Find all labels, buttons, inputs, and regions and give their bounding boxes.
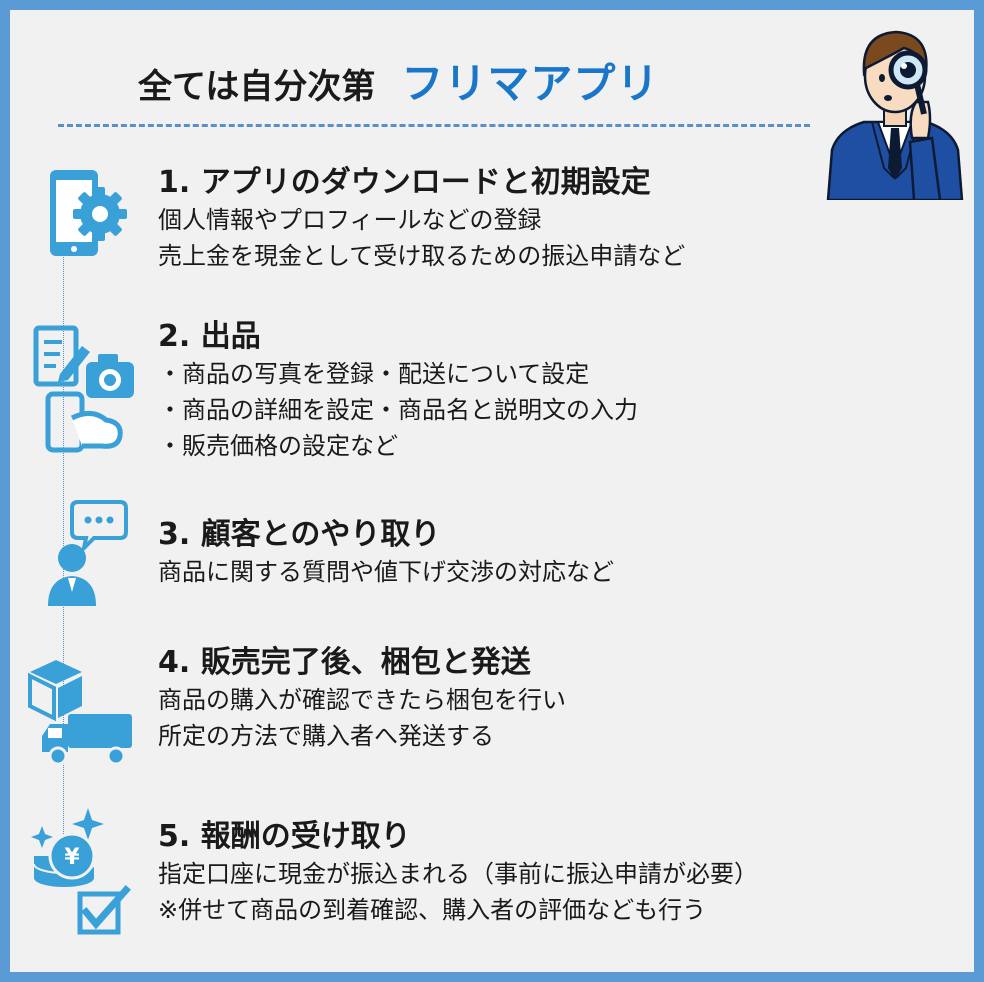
step-4: 4. 販売完了後、梱包と発送 商品の購入が確認できたら梱包を行い 所定の方法で購… xyxy=(158,644,566,754)
step-1-title: 1. アプリのダウンロードと初期設定 xyxy=(158,165,651,200)
page-header: 全ては自分次第 フリマアプリ xyxy=(138,50,659,111)
step-4-title: 4. 販売完了後、梱包と発送 xyxy=(158,645,531,680)
step-2-line-1: ・商品の写真を登録・配送について設定 xyxy=(158,360,590,388)
yen-coins-check-icon: ¥ xyxy=(28,808,134,942)
box-truck-icon xyxy=(28,656,136,768)
step-4-line-2: 所定の方法で購入者へ発送する xyxy=(158,722,494,750)
step-1-line-1: 個人情報やプロフィールなどの登録 xyxy=(158,206,542,234)
step-3: 3. 顧客とのやり取り 商品に関する質問や値下げ交渉の対応など xyxy=(158,516,614,590)
step-2-title: 2. 出品 xyxy=(158,319,261,354)
listing-camera-icon xyxy=(32,322,136,454)
header-divider xyxy=(58,124,810,127)
step-2-line-2: ・商品の詳細を設定・商品名と説明文の入力 xyxy=(158,396,638,424)
page-title-accent: フリマアプリ xyxy=(401,59,660,108)
svg-text:¥: ¥ xyxy=(64,845,80,870)
step-1-line-2: 売上金を現金として受け取るための振込申請など xyxy=(158,242,686,270)
step-5-line-1: 指定口座に現金が振込まれる（事前に振込申請が必要） xyxy=(158,860,758,888)
step-3-title: 3. 顧客とのやり取り xyxy=(158,517,441,552)
phone-settings-icon xyxy=(46,168,130,260)
step-2-line-3: ・販売価格の設定など xyxy=(158,432,398,460)
step-5: 5. 報酬の受け取り 指定口座に現金が振込まれる（事前に振込申請が必要） ※併せ… xyxy=(158,818,758,928)
businessman-magnifier-illustration xyxy=(824,18,966,202)
step-1: 1. アプリのダウンロードと初期設定 個人情報やプロフィールなどの登録 売上金を… xyxy=(158,164,685,274)
customer-chat-icon xyxy=(44,498,128,608)
step-5-title: 5. 報酬の受け取り xyxy=(158,819,411,854)
timeline-connector xyxy=(63,200,64,880)
step-2: 2. 出品 ・商品の写真を登録・配送について設定 ・商品の詳細を設定・商品名と説… xyxy=(158,318,638,464)
infographic-frame xyxy=(10,10,974,972)
step-4-line-1: 商品の購入が確認できたら梱包を行い xyxy=(158,686,566,714)
step-3-line-1: 商品に関する質問や値下げ交渉の対応など xyxy=(158,558,614,586)
step-5-line-2: ※併せて商品の到着確認、購入者の評価なども行う xyxy=(158,896,707,924)
page-title: 全ては自分次第 xyxy=(138,67,376,107)
